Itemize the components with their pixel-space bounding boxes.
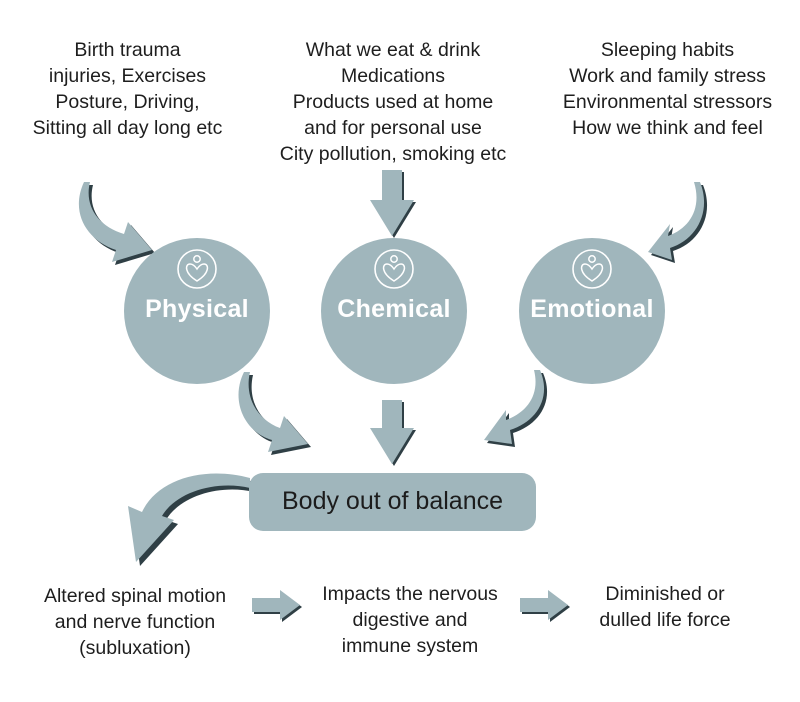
arrow-emotional-in	[648, 182, 708, 263]
emotional-causes-text: Sleeping habits Work and family stress E…	[540, 37, 795, 141]
spinal-outcome-line: Altered spinal motion	[43, 585, 227, 607]
chemical-label: Chemical	[337, 295, 451, 323]
physical-cause-line: injuries, Exercises	[48, 65, 207, 87]
life-force-outcome-text: Diminished or dulled life force	[570, 581, 760, 633]
emotional-circle: Emotional	[519, 238, 665, 384]
physical-cause-line: Sitting all day long etc	[32, 117, 223, 139]
emotional-cause-line: Sleeping habits	[600, 39, 735, 61]
arrow-physical-out	[238, 372, 311, 455]
nervous-outcome-line: Impacts the nervous	[322, 583, 498, 605]
emotional-cause-line: Environmental stressors	[562, 91, 773, 113]
arrow-nervous-to-lifeforce	[520, 590, 570, 622]
heart-figure-logo-icon	[572, 249, 612, 289]
arrow-physical-in	[78, 182, 155, 265]
spinal-outcome-line: and nerve function	[54, 611, 216, 633]
chemical-cause-line: and for personal use	[304, 117, 482, 139]
body-out-of-balance-box: Body out of balance	[249, 473, 536, 531]
nervous-outcome-line: digestive and	[352, 609, 468, 631]
arrow-chemical-in	[370, 170, 416, 238]
nervous-outcome-text: Impacts the nervous digestive and immune…	[300, 581, 520, 659]
body-out-of-balance-label: Body out of balance	[282, 487, 503, 515]
life-force-outcome-line: Diminished or	[605, 583, 725, 605]
chemical-cause-line: Products used at home	[292, 91, 494, 113]
chemical-circle: Chemical	[321, 238, 467, 384]
arrow-emotional-out	[484, 370, 548, 447]
heart-figure-logo-icon	[177, 249, 217, 289]
nervous-outcome-line: immune system	[341, 635, 479, 657]
chemical-cause-line: Medications	[340, 65, 446, 87]
spinal-outcome-line: (subluxation)	[79, 637, 191, 659]
life-force-outcome-line: dulled life force	[599, 609, 731, 631]
chemical-cause-line: What we eat & drink	[305, 39, 481, 61]
arrow-chemical-out	[370, 400, 416, 466]
heart-figure-logo-icon	[374, 249, 414, 289]
physical-label: Physical	[145, 295, 249, 323]
physical-causes-text: Birth trauma injuries, Exercises Posture…	[10, 37, 245, 141]
emotional-label: Emotional	[530, 295, 654, 323]
spinal-outcome-text: Altered spinal motion and nerve function…	[20, 583, 250, 661]
chemical-causes-text: What we eat & drink Medications Products…	[258, 37, 528, 167]
arrow-balance-to-spinal	[128, 473, 254, 566]
chemical-cause-line: City pollution, smoking etc	[279, 143, 507, 165]
physical-circle: Physical	[124, 238, 270, 384]
physical-cause-line: Birth trauma	[74, 39, 181, 61]
physical-cause-line: Posture, Driving,	[55, 91, 200, 113]
emotional-cause-line: How we think and feel	[572, 117, 763, 139]
arrow-spinal-to-nervous	[252, 590, 302, 622]
emotional-cause-line: Work and family stress	[569, 65, 766, 87]
